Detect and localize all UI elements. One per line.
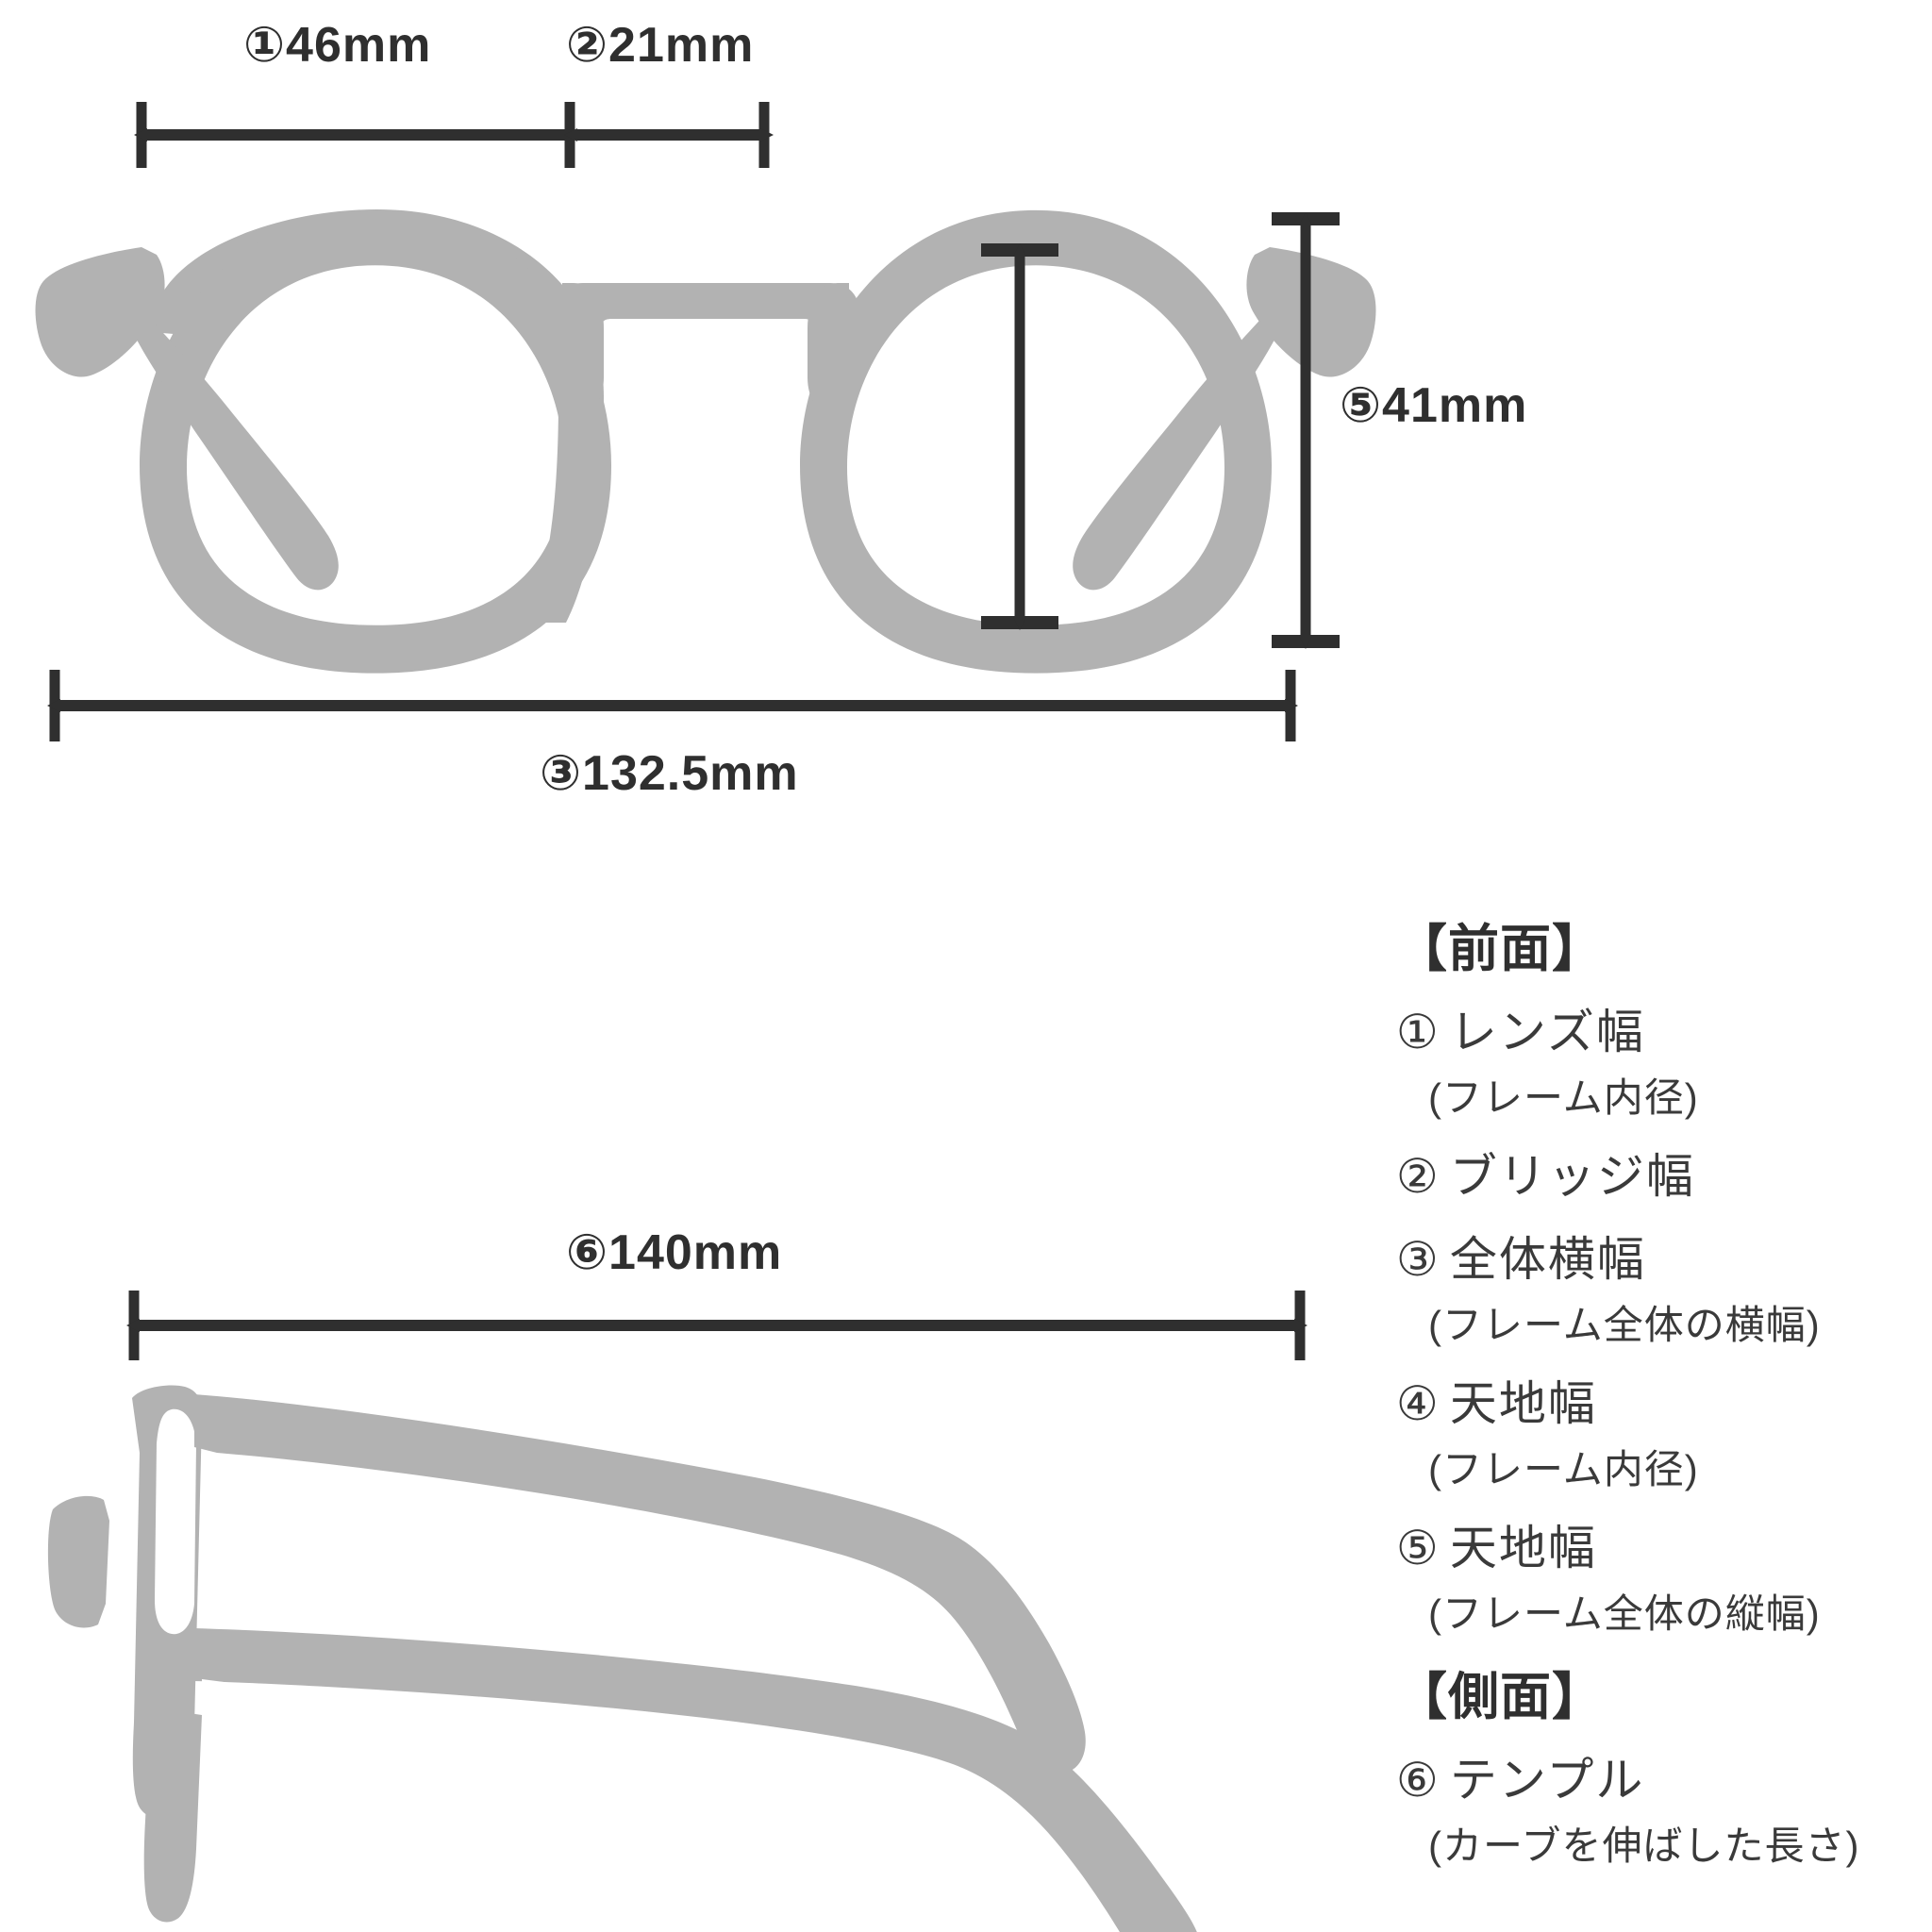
legend-marker-5: ⑤ xyxy=(1396,1522,1441,1574)
legend-sub-1: (フレーム内径) xyxy=(1428,1075,1699,1120)
legend-label-4: 天地幅 xyxy=(1449,1377,1597,1430)
legend-sub-5: (フレーム全体の縦幅) xyxy=(1428,1591,1821,1636)
legend-front-heading: 【前面】 xyxy=(1396,921,1604,977)
legend-marker-6: ⑥ xyxy=(1396,1754,1441,1807)
legend-sub-6: (カーブを伸ばした長さ) xyxy=(1428,1824,1860,1868)
frame-height-label: ⑤41mm xyxy=(1340,378,1528,433)
legend-label-2: ブリッジ幅 xyxy=(1449,1150,1695,1203)
legend-marker-1: ① xyxy=(1396,1006,1441,1058)
legend-sub-4: (フレーム内径) xyxy=(1428,1447,1699,1491)
legend-marker-3: ③ xyxy=(1396,1233,1441,1286)
legend-label-3: 全体横幅 xyxy=(1449,1233,1646,1286)
total-width-label: ③132.5mm xyxy=(540,746,799,801)
bridge-width-label: ②21mm xyxy=(566,18,755,73)
legend-label-5: 天地幅 xyxy=(1449,1522,1597,1574)
legend-sub-3: (フレーム全体の横幅) xyxy=(1428,1303,1821,1347)
legend-marker-2: ② xyxy=(1396,1150,1441,1203)
lens-width-label: ①46mm xyxy=(243,18,432,73)
legend-label-6: テンプル xyxy=(1449,1754,1645,1807)
legend-label-1: レンズ幅 xyxy=(1449,1006,1645,1058)
legend-side-heading: 【側面】 xyxy=(1396,1669,1604,1725)
temple-length-label: ⑥140mm xyxy=(566,1225,783,1280)
legend-marker-4: ④ xyxy=(1396,1377,1441,1430)
